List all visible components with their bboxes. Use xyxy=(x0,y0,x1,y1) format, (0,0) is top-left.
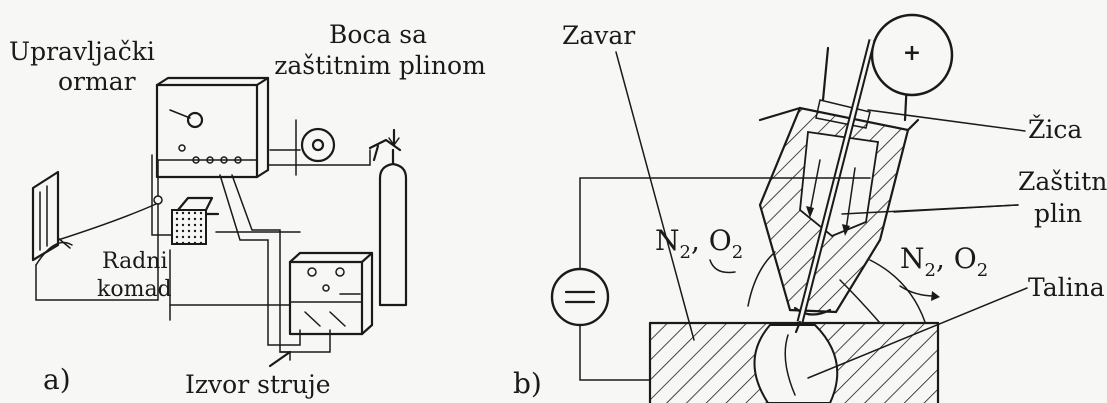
label-gases-left: N2, O2 xyxy=(655,224,743,263)
pointer-wire xyxy=(867,109,1026,132)
pointer-gas-2 xyxy=(893,204,1019,213)
panel-a: Upravljački ormar Boca sa zaštitnim plin… xyxy=(9,20,486,399)
cables xyxy=(35,149,371,368)
label-shield-gas-2: plin xyxy=(1034,199,1082,228)
label-control-cabinet-1: Upravljački xyxy=(9,37,155,66)
label-wire: Žica xyxy=(1028,115,1082,144)
panel-b: + xyxy=(513,13,1107,403)
power-source-circuit xyxy=(550,177,871,381)
base-metal xyxy=(648,321,940,403)
label-melt: Talina xyxy=(1028,273,1105,302)
label-shield-gas-1: Zaštitni xyxy=(1018,167,1107,196)
gas-bottle xyxy=(368,128,408,307)
pointer-melt xyxy=(807,287,1028,379)
wire-feeder xyxy=(153,195,220,245)
power-source-unit xyxy=(288,251,374,336)
wire-reel: + xyxy=(870,13,954,97)
label-gas-bottle-1: Boca sa xyxy=(329,20,427,49)
label-power-source: Izvor struje xyxy=(185,370,331,399)
label-control-cabinet-2: ormar xyxy=(58,67,136,96)
workpiece-plate xyxy=(31,170,60,262)
label-gas-bottle-2: zaštitnim plinom xyxy=(274,51,486,80)
torch-body xyxy=(758,46,920,316)
pointer-weld xyxy=(615,51,695,341)
cabinet-dial-icon xyxy=(186,111,204,129)
welding-wire xyxy=(794,39,876,334)
panel-a-tag: a) xyxy=(43,363,71,396)
reel-plus-icon: + xyxy=(903,40,921,66)
panel-b-tag: b) xyxy=(513,367,542,400)
label-workpiece-2: komad xyxy=(97,277,172,302)
wire-spool xyxy=(295,119,336,176)
label-gases-right: N2, O2 xyxy=(900,242,988,281)
label-weld: Zavar xyxy=(562,21,635,50)
control-cabinet xyxy=(155,76,270,179)
label-workpiece-1: Radni xyxy=(102,249,167,274)
